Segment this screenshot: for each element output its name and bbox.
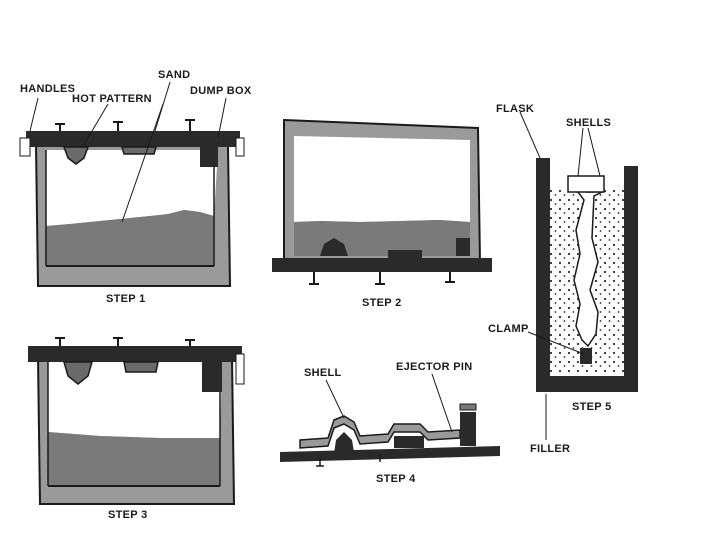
step4-pattern-block: [394, 436, 424, 448]
label-ejector-pin: EJECTOR PIN: [396, 361, 473, 373]
label-handles: HANDLES: [20, 83, 76, 95]
step1-box-interior: [46, 150, 218, 226]
step5-flask-wall-left: [536, 158, 550, 390]
label-filler: FILLER: [530, 443, 571, 455]
step2-dump-block: [456, 238, 470, 256]
step1-leader-lines: [29, 81, 227, 223]
step2-pattern-block: [388, 250, 422, 258]
step3-shell-block: [123, 361, 159, 373]
label-hot-pattern: HOT PATTERN: [72, 93, 152, 105]
step4-leader-lines: [325, 373, 453, 433]
step5-clamp-block: [580, 348, 592, 364]
step4-shell: [299, 415, 461, 449]
label-dump-box: DUMP BOX: [190, 85, 252, 97]
step2-box-interior: [294, 136, 470, 222]
step1-sand: [46, 210, 214, 266]
step5-leader-lines: [519, 111, 601, 440]
label-step-4: STEP 4: [376, 473, 416, 485]
step4-ejector-pins: [316, 454, 381, 467]
step3-box-interior: [48, 362, 222, 438]
step5-flask-wall-right: [624, 166, 638, 392]
step2-handles: [309, 272, 455, 285]
step1-dump-box-block: [200, 145, 218, 167]
step2-pattern-plate: [272, 258, 492, 272]
step1-assembly: [19, 81, 245, 287]
step3-sand: [48, 432, 220, 486]
step5-assembly: [519, 111, 638, 440]
label-sand: SAND: [158, 69, 191, 81]
label-shells: SHELLS: [566, 117, 612, 129]
step1-hot-pattern-block: [121, 146, 157, 155]
step3-handles: [55, 337, 195, 346]
step5-flask-floor: [536, 376, 638, 392]
step3-assembly: [28, 337, 245, 505]
step4-pattern-bump: [334, 432, 354, 454]
step4-assembly: [280, 373, 500, 467]
label-step-2: STEP 2: [362, 297, 402, 309]
step3-pattern-plate: [28, 346, 242, 362]
step2-assembly: [272, 118, 492, 285]
step3-dump-box-block: [202, 360, 222, 392]
step4-ejector-block: [460, 412, 476, 446]
step2-pattern-bump: [320, 238, 348, 256]
step1-handles: [55, 119, 195, 131]
step2-sand: [294, 220, 470, 256]
step1-hot-pattern-bump: [62, 146, 90, 165]
label-step-3: STEP 3: [108, 509, 148, 521]
step4-base-plate: [280, 446, 500, 462]
label-flask: FLASK: [496, 103, 535, 115]
label-shell: SHELL: [304, 367, 342, 379]
step1-pattern-plate: [26, 131, 240, 147]
label-clamp: CLAMP: [488, 323, 529, 335]
step5-filler-shot: [550, 186, 624, 374]
step3-shell-bump: [63, 361, 93, 385]
label-step-5: STEP 5: [572, 401, 612, 413]
label-step-1: STEP 1: [106, 293, 146, 305]
step5-sprue-cup: [567, 175, 605, 193]
